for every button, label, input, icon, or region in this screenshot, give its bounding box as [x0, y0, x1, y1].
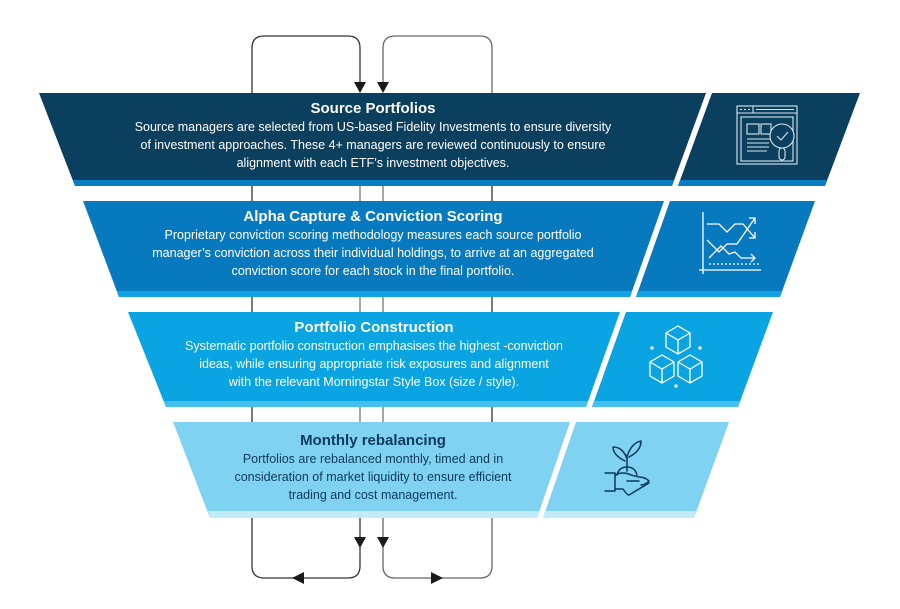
stage-description-line: Source managers are selected from US-bas…: [134, 120, 612, 134]
stage-description-line: ideas, while ensuring appropriate risk e…: [199, 357, 549, 371]
stage-title: Alpha Capture & Conviction Scoring: [243, 208, 503, 225]
stage-main-panel: [173, 422, 570, 518]
bottom-right-loop-line: [382, 518, 493, 579]
bottom-left-arrowhead-icon: [292, 572, 304, 584]
stage-accent-stripe: [73, 180, 674, 186]
stage-description-line: of investment approaches. These 4+ manag…: [140, 138, 606, 152]
stage-icon-panel: [543, 422, 729, 518]
stage-description-line: manager’s conviction across their indivi…: [152, 246, 594, 260]
stage-description-line: Proprietary conviction scoring methodolo…: [164, 228, 582, 242]
inter-band-connectors: [251, 186, 493, 422]
top-flow-loops: [251, 35, 493, 93]
stage-icon-panel: [636, 201, 815, 297]
stage-description-line: with the relevant Morningstar Style Box …: [228, 375, 520, 389]
stage-description-line: consideration of market liquidity to ens…: [234, 470, 512, 484]
stage-icon-accent-stripe: [543, 511, 696, 518]
stage-main-panel: [39, 93, 706, 186]
bottom-right-down-arrowhead-icon: [377, 537, 389, 548]
stage-description-line: alignment with each ETF’s investment obj…: [236, 156, 510, 170]
stage-icon-accent-stripe: [592, 401, 740, 407]
top-left-arrowhead-icon: [354, 82, 366, 93]
top-right-loop-line: [382, 35, 493, 93]
stage-title: Source Portfolios: [310, 100, 436, 117]
stage-main-panel: [128, 312, 620, 407]
stage-band-monthly-rebalancing: [173, 422, 729, 518]
stage-main-panel: [83, 201, 664, 297]
bottom-left-loop-line: [251, 518, 361, 579]
stage-text-portfolio-construction: Portfolio Construction Systematic portfo…: [160, 318, 588, 391]
stage-title: Portfolio Construction: [294, 319, 454, 336]
bottom-right-arrowhead-icon: [431, 572, 443, 584]
stage-band-alpha-capture: [83, 201, 815, 297]
top-right-arrowhead-icon: [377, 82, 389, 93]
bottom-flow-loops: [251, 518, 493, 579]
bottom-left-down-arrowhead-icon: [354, 537, 366, 548]
stage-accent-stripe: [208, 511, 539, 518]
stage-accent-stripe: [117, 291, 632, 297]
top-left-loop-line: [251, 35, 361, 93]
stacked-cubes-icon: [649, 325, 703, 388]
trend-lines-chart-icon: [699, 212, 761, 274]
stage-description-line: Systematic portfolio construction emphas…: [185, 339, 563, 353]
stage-description-line: conviction score for each stock in the f…: [231, 264, 515, 278]
stage-text-monthly-rebalancing: Monthly rebalancing Portfolios are rebal…: [205, 431, 541, 504]
hand-holding-plant-icon: [604, 440, 650, 496]
stage-text-alpha-capture: Alpha Capture & Conviction Scoring Propr…: [122, 207, 624, 280]
stage-description-line: Portfolios are rebalanced monthly, timed…: [242, 452, 504, 466]
stage-icon-accent-stripe: [678, 180, 827, 186]
stage-description-line: trading and cost management.: [288, 488, 458, 502]
stage-accent-stripe: [164, 401, 588, 407]
stage-icon-accent-stripe: [636, 291, 782, 297]
stage-text-source-portfolios: Source Portfolios Source managers are se…: [82, 99, 664, 172]
stage-title: Monthly rebalancing: [300, 432, 446, 449]
web-page-magnifier-check-icon: [736, 105, 798, 165]
